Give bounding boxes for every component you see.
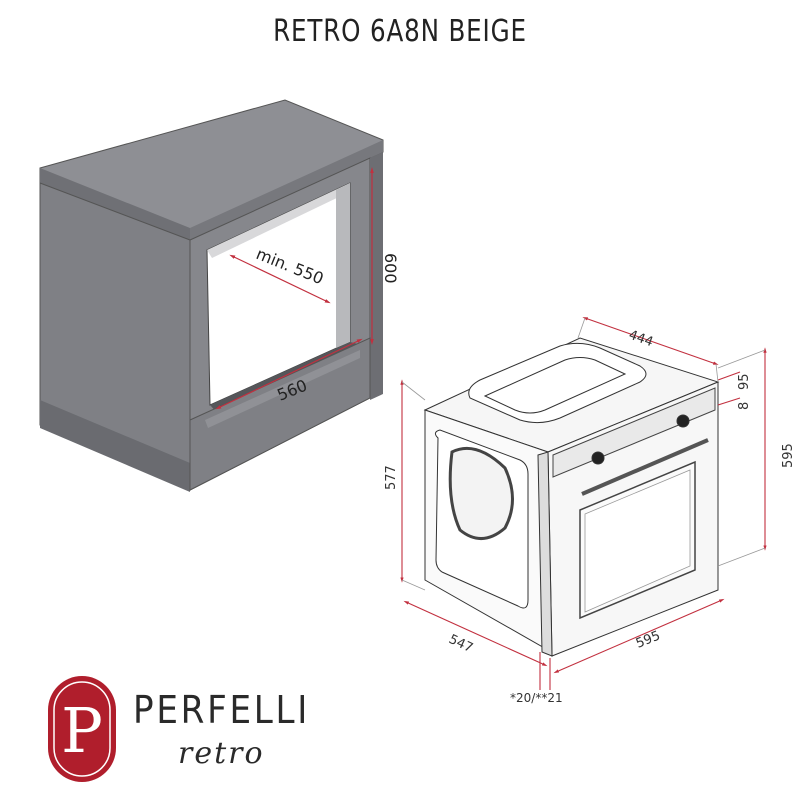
oven-dimension-lines [400, 317, 767, 690]
cabinet-dimension-lines [215, 167, 374, 410]
oven-footnote: *20/**21 [510, 691, 563, 705]
cabinet-height-label: 600 [381, 253, 400, 284]
perfelli-logo-icon: P [48, 676, 116, 782]
oven-illustration [423, 337, 720, 657]
brand-subname: retro [178, 736, 265, 771]
oven-top-depth-label: 444 [627, 328, 655, 351]
cabinet-illustration [39, 99, 384, 492]
logo-letter: P [61, 694, 103, 767]
oven-depth-label: 547 [446, 632, 475, 656]
oven-panel-label-b: 95 [737, 373, 752, 390]
oven-side-height-label: 577 [384, 465, 399, 490]
oven-panel-label-a: 8 [737, 402, 752, 410]
oven-front-height-label: 595 [781, 443, 796, 468]
brand-name: PERFELLI [133, 688, 311, 732]
page-title: RETRO 6A8N BEIGE [273, 14, 527, 49]
oven-width-label: 595 [634, 629, 663, 652]
oven-extension-lines [401, 317, 766, 591]
